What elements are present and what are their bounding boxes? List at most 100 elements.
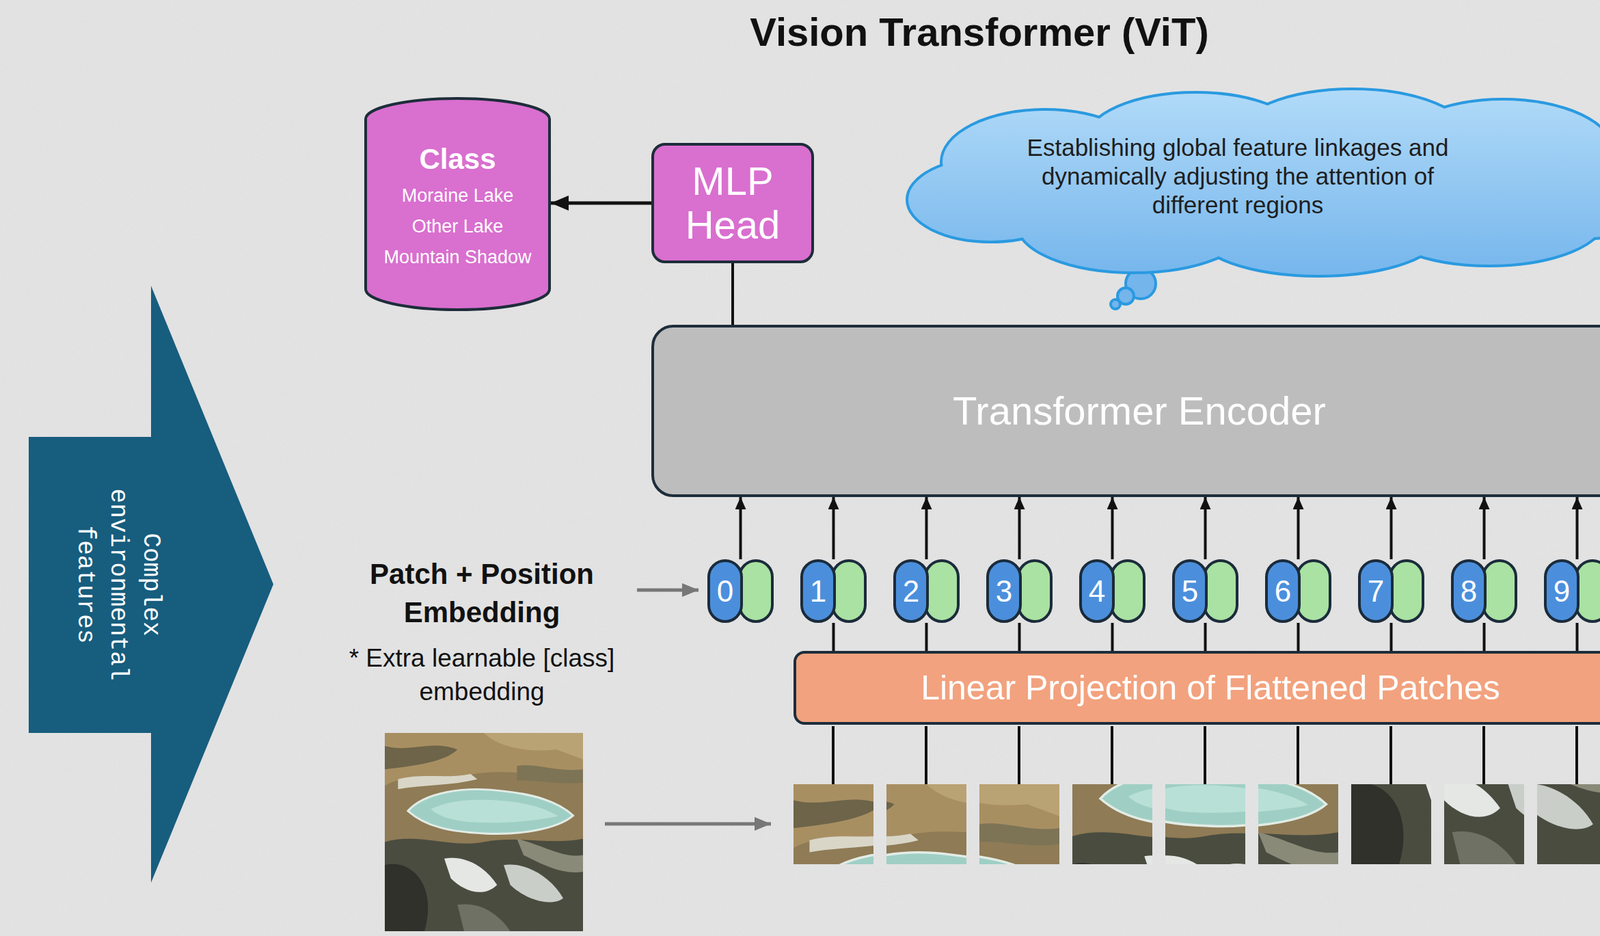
connector: [550, 201, 652, 206]
connector: [1390, 622, 1393, 651]
token-patch-pill: 7: [1358, 559, 1394, 623]
token-patch-pill: 0: [707, 559, 743, 623]
input-arrow: Complex environmental features: [28, 285, 274, 883]
token-patch-pill: 5: [1172, 559, 1208, 623]
cylinder-body: [365, 98, 550, 310]
image-patch: [1537, 783, 1600, 864]
patch-wire: [1575, 725, 1579, 784]
token-position-pill: [924, 559, 960, 623]
token-embedding: 0: [707, 559, 774, 623]
class-item: Other Lake: [412, 211, 504, 242]
cloud-lobe-fill: [1537, 141, 1600, 238]
arrow-text: Complex environmental features: [68, 471, 167, 698]
token-embedding: 7: [1358, 559, 1425, 623]
connector: [1018, 622, 1022, 651]
connector: [1204, 496, 1208, 560]
token-number: 4: [1088, 574, 1106, 609]
thought-cloud: Establishing global feature linkages and…: [908, 86, 1600, 281]
connector: [1390, 496, 1393, 560]
connector: [925, 622, 929, 651]
image-patch: [1444, 783, 1525, 864]
embedding-pointer: [636, 588, 699, 592]
token-patch-pill: 3: [986, 559, 1022, 623]
token-number: 9: [1553, 574, 1570, 609]
patch-wire: [1389, 725, 1393, 784]
connector: [1576, 622, 1579, 651]
token-position-pill: [738, 559, 774, 623]
cloud-text: Establishing global feature linkages and…: [1012, 133, 1464, 220]
patch-wires: [833, 725, 1577, 784]
patch-wire: [1482, 725, 1486, 784]
head-label: MLP Head: [667, 159, 798, 247]
split-arrow: [604, 822, 771, 826]
token-number: 6: [1274, 574, 1292, 609]
token-patch-pill: 2: [893, 559, 929, 623]
token-embedding: 9: [1543, 559, 1600, 623]
token-position-pill: [1017, 559, 1053, 623]
class-item: Moraine Lake: [401, 180, 514, 212]
token-embedding: 8: [1451, 559, 1518, 623]
token-number: 3: [995, 574, 1013, 609]
diagram-title: Vision Transformer (ViT): [637, 8, 1322, 57]
connector: [832, 622, 836, 651]
image-patch: [1258, 783, 1339, 864]
mlp-head-box: MLP Head: [651, 142, 815, 264]
thought-bubbles: [1110, 268, 1156, 309]
patch-wire: [1017, 725, 1021, 784]
image-patch: [1072, 783, 1153, 864]
arrow-shape: [28, 285, 274, 883]
patch-wire: [1296, 725, 1300, 784]
connector: [739, 496, 743, 560]
connector: [1297, 622, 1300, 651]
token-embedding: 2: [893, 559, 960, 623]
connector: [731, 263, 735, 325]
projection-box: Linear Projection of Flattened Patches: [793, 650, 1600, 725]
token-embedding: 4: [1079, 559, 1146, 623]
satellite-image: [384, 732, 583, 931]
token-patch-pill: 4: [1079, 559, 1115, 623]
token-position-pill: [1295, 559, 1332, 623]
projection-label: Linear Projection of Flattened Patches: [920, 667, 1501, 709]
token-position-pill: [1481, 559, 1518, 623]
token-number: 2: [902, 574, 920, 609]
thought-bubble: [1110, 299, 1121, 309]
patch-wire: [924, 725, 928, 784]
class-item: Mountain Shadow: [383, 241, 532, 273]
connector: [925, 496, 929, 560]
token-number: 0: [716, 574, 734, 609]
token-patch-pill: 6: [1265, 559, 1301, 623]
class-heading: Class: [418, 142, 496, 177]
token-position-pill: [1388, 559, 1425, 623]
connector: [832, 496, 836, 560]
annotation-label: * Extra learnable [class] embedding: [338, 641, 626, 709]
connector: [1576, 496, 1579, 560]
patch-wire: [1110, 725, 1114, 784]
image-patch: [979, 783, 1060, 864]
token-embedding: 1: [800, 559, 867, 623]
image-patch: [793, 783, 874, 864]
token-patch-pill: 9: [1543, 559, 1580, 623]
connector: [1111, 622, 1115, 651]
token-number: 8: [1460, 574, 1477, 609]
token-patch-pill: 1: [800, 559, 836, 623]
image-patch: [1165, 783, 1246, 864]
token-embedding: 6: [1265, 559, 1332, 623]
patch-wire: [1203, 725, 1207, 784]
patch-wire: [831, 725, 835, 784]
encoder-box: Transformer Encoder: [651, 324, 1600, 497]
token-embedding: 3: [986, 559, 1053, 623]
connector: [1483, 622, 1486, 651]
token-position-pill: [831, 559, 867, 623]
image-patch: [1351, 783, 1432, 864]
class-cylinder: ClassMoraine LakeOther LakeMountain Shad…: [364, 97, 551, 311]
annotation-label: Patch + Position Embedding: [338, 554, 626, 632]
connector: [1111, 496, 1115, 560]
connector: [1483, 496, 1486, 560]
token-position-pill: [1202, 559, 1239, 623]
encoder-label: Transformer Encoder: [952, 387, 1326, 435]
token-position-pill: [1109, 559, 1146, 623]
token-number: 5: [1181, 574, 1199, 609]
token-number: 7: [1367, 574, 1385, 609]
image-patch: [886, 783, 967, 864]
